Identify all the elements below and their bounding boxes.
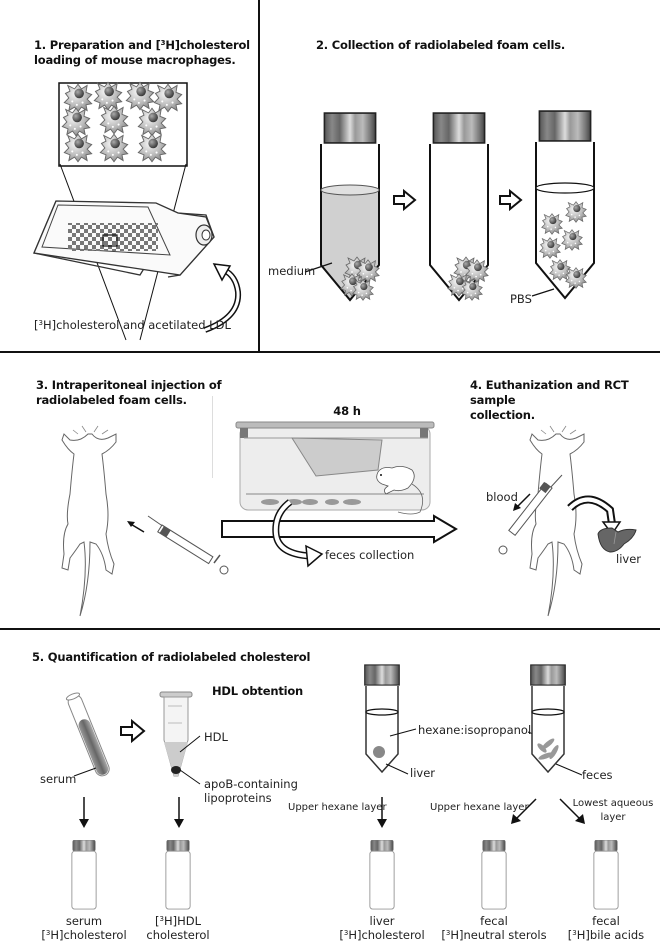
liver-pointer-line	[385, 763, 409, 775]
injection-arrow-icon	[127, 521, 145, 533]
feces-curved-arrow-icon	[272, 499, 324, 568]
down-arrow-hdl	[174, 797, 184, 828]
panel-3-title: 3. Intraperitoneal injection of radiolab…	[36, 378, 222, 407]
feces-pointer-line	[555, 763, 583, 776]
tube-with-medium-icon	[320, 112, 380, 302]
pbs-pointer-line	[531, 288, 555, 297]
syringe-icon	[147, 515, 229, 575]
vial-hdl-icon	[165, 840, 191, 910]
down-arrow-liver	[377, 797, 387, 828]
hexane-pointer-line-left	[389, 728, 417, 737]
hdl-label: HDL	[204, 730, 228, 744]
mouse-supine-icon	[529, 425, 585, 617]
blood-arrow-icon	[513, 493, 531, 511]
divider-horizontal-1	[0, 351, 660, 353]
tube-pbs-icon	[535, 110, 595, 300]
vial-label-hdl: [3H]HDL cholesterol	[146, 914, 210, 942]
down-arrow-serum	[79, 797, 89, 828]
hollow-arrow-icon	[499, 188, 523, 212]
panel-4-title: 4. Euthanization and RCT sample collecti…	[470, 378, 629, 422]
apob-label: apoB-containing lipoproteins	[204, 777, 298, 805]
time-48h-label: 48 h	[333, 404, 361, 418]
timeline-arrow-icon	[221, 514, 458, 544]
vial-liver-icon	[369, 840, 395, 910]
upper-hexane-layer-label-1: Upper hexane layer	[288, 802, 387, 813]
divider-vertical-top	[258, 0, 260, 352]
medium-pointer-line	[304, 262, 333, 273]
upper-hexane-layer-label-2: Upper hexane layer	[430, 802, 529, 813]
medium-label: medium	[268, 264, 316, 278]
serum-tube-icon	[65, 692, 110, 777]
vial-neutral-sterols-icon	[481, 840, 507, 910]
culture-flask-icon	[33, 163, 215, 341]
serum-pointer-line	[73, 767, 97, 777]
vial-label-bile-acids: fecal [3H]bile acids	[567, 914, 645, 942]
liver-extraction-tube-icon	[364, 664, 400, 774]
blood-label: blood	[486, 490, 518, 504]
panel-1-title: 1. Preparation and [3H]cholesterol loadi…	[34, 38, 250, 67]
curved-arrow-icon	[203, 263, 242, 333]
vial-label-serum: serum [3H]cholesterol	[41, 914, 127, 942]
tube-pellet-icon	[429, 112, 489, 302]
panel-5-title: 5. Quantification of radiolabeled choles…	[32, 650, 311, 664]
liver-label-p5: liver	[410, 766, 435, 780]
vial-bile-acids-icon	[593, 840, 619, 910]
feces-label: feces	[582, 768, 613, 782]
feces-extraction-tube-icon	[530, 664, 566, 774]
diagonal-arrow-neutral-sterols	[511, 798, 537, 824]
feces-collection-label: feces collection	[325, 548, 415, 562]
hdl-obtention-label: HDL obtention	[212, 684, 304, 698]
vial-label-neutral-sterols: fecal [3H]neutral sterols	[441, 914, 547, 942]
serum-label: serum	[40, 772, 77, 786]
curved-arrow-icon	[567, 495, 622, 536]
vial-label-liver: liver [3H]cholesterol	[339, 914, 425, 942]
hollow-arrow-icon	[393, 188, 417, 212]
divider-horizontal-2	[0, 628, 660, 630]
liver-label-p4: liver	[616, 552, 641, 566]
hexane-isopropanol-label: hexane:isopropanol	[418, 723, 532, 737]
mouse-cage-icon	[235, 421, 435, 515]
divider-panel3-subtle	[212, 396, 213, 478]
syringe-icon	[498, 474, 563, 555]
liver-icon	[597, 527, 637, 553]
panel-2-title: 2. Collection of radiolabeled foam cells…	[316, 38, 566, 52]
apob-pointer-line	[179, 769, 201, 785]
macrophage-cluster-icon	[58, 81, 188, 167]
mouse-supine-icon	[61, 425, 117, 617]
hdl-pointer-line	[179, 735, 201, 753]
lowest-aqueous-layer-label: Lowest aqueous layer	[572, 798, 654, 823]
vial-serum-icon	[71, 840, 97, 910]
diagonal-arrow-bile-acids	[559, 798, 585, 824]
hollow-arrow-icon	[120, 718, 146, 744]
pbs-label: PBS	[510, 292, 532, 306]
ldl-label: [3H]cholesterol and acetilated LDL	[34, 318, 231, 332]
